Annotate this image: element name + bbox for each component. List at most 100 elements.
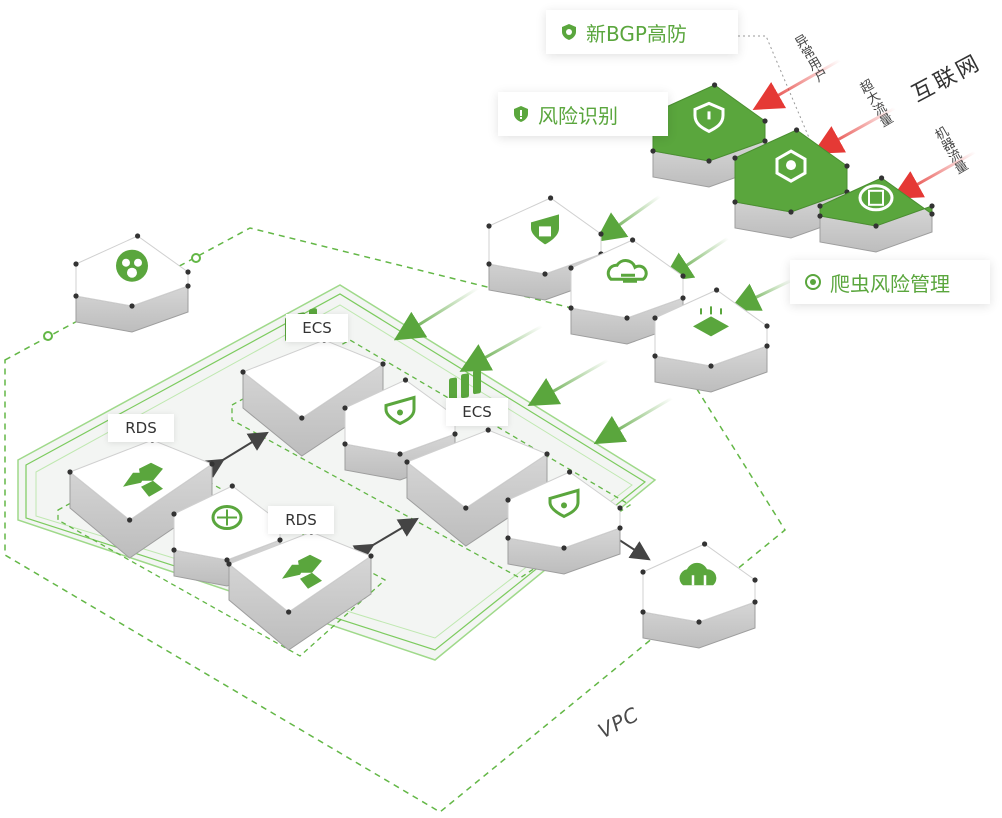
node-corner-dot [764, 343, 770, 349]
node-corner-dot [240, 369, 246, 375]
flow-arrow [661, 236, 729, 282]
node-corner-dot [397, 451, 403, 457]
node-corner-dot [73, 293, 79, 299]
node-corner-dot [732, 199, 738, 205]
node-corner-dot [185, 283, 191, 289]
node-corner-dot [706, 158, 712, 164]
node-corner-dot [135, 233, 141, 239]
node-corner-dot [277, 537, 283, 543]
node-corner-dot [544, 451, 550, 457]
node-corner-dot [486, 223, 492, 229]
node-corner-dot [762, 118, 768, 124]
node-corner-dot [548, 195, 554, 201]
server-icon [449, 369, 481, 403]
node-corner-dot [226, 561, 232, 567]
link-ecs1-rds1 [202, 431, 269, 478]
node-corner-dot [640, 569, 646, 575]
node-corner-dot [794, 127, 800, 133]
node-corner-dot [624, 315, 630, 321]
node-corner-dot [67, 469, 73, 475]
risk-callout-label: 风险识别 [538, 103, 618, 128]
database-icon [282, 554, 322, 589]
node-corner-dot [299, 415, 305, 421]
vpc-security-node[interactable] [73, 233, 191, 333]
flow-arrow [459, 324, 543, 372]
node-corner-dot [708, 363, 714, 369]
crawler-icon [804, 273, 822, 291]
rds-tag-2: RDS [268, 506, 334, 534]
risk-callout[interactable]: 风险识别 [498, 92, 668, 136]
rds-tag-1: RDS [108, 414, 174, 442]
ecs-tag-1: ECS [286, 314, 348, 342]
arrow-large-traffic [812, 106, 896, 154]
nodes-layer [67, 82, 935, 651]
node-corner-dot [171, 511, 177, 517]
node-corner-dot [404, 459, 410, 465]
node-corner-dot [452, 431, 458, 437]
vpc-boundary [4, 227, 786, 813]
bgp-shield-icon [560, 23, 578, 41]
audit-icon [211, 505, 243, 530]
node-corner-dot [752, 577, 758, 583]
ecs-tag-2: ECS [446, 398, 508, 426]
node-corner-dot [127, 517, 133, 523]
load-balancer-icon [693, 306, 729, 337]
node-corner-dot [879, 175, 885, 181]
node-corner-dot [463, 505, 469, 511]
ecs-2-shield-node[interactable] [505, 469, 623, 575]
node-corner-dot [542, 271, 548, 277]
node-corner-dot [73, 261, 79, 267]
bgp-callout[interactable]: 新BGP高防 [546, 10, 738, 54]
node-corner-dot [680, 295, 686, 301]
node-corner-dot [402, 377, 409, 383]
subnet-rds [57, 454, 387, 657]
risk-shield-icon [512, 105, 530, 123]
database-icon [123, 462, 163, 497]
node-corner-dot [486, 261, 492, 267]
flow-arrow [729, 278, 793, 311]
cube-icon [775, 149, 807, 183]
scan-icon [858, 184, 894, 212]
node-corner-dot [171, 547, 177, 553]
node-corner-dot [561, 545, 567, 551]
cert-node[interactable] [486, 195, 604, 301]
node-corner-dot [368, 553, 374, 559]
crawler-callout[interactable]: 爬虫风险管理 [790, 260, 990, 304]
certificate-icon [531, 214, 559, 245]
node-corner-dot [650, 148, 656, 154]
host-security-icon [384, 395, 416, 426]
host-security-icon [548, 488, 580, 519]
shield-alert-icon [693, 101, 725, 134]
crawler-callout-label: 爬虫风险管理 [830, 271, 950, 296]
node-corner-dot [817, 213, 823, 219]
slb-node[interactable] [652, 287, 770, 393]
rds-2-node[interactable] [226, 529, 374, 651]
node-corner-dot [617, 525, 623, 531]
node-corner-dot [788, 209, 794, 215]
user-network-icon [116, 249, 148, 282]
node-corner-dot [712, 82, 718, 88]
node-corner-dot [342, 441, 348, 447]
node-corner-dot [929, 203, 935, 209]
node-corner-dot [380, 361, 386, 367]
waf-node[interactable] [732, 127, 850, 239]
crawler-node[interactable] [817, 175, 935, 253]
node-corner-dot [702, 541, 708, 547]
node-corner-dot [286, 609, 292, 615]
node-corner-dot [342, 405, 348, 411]
node-corner-dot [640, 609, 646, 615]
node-corner-dot [752, 599, 758, 605]
arrow-abnormal-users [752, 58, 841, 110]
cloud-sync-icon [606, 259, 648, 283]
node-corner-dot [817, 203, 823, 209]
node-corner-dot [680, 273, 686, 279]
node-corner-dot [762, 138, 768, 144]
node-corner-dot [485, 427, 491, 433]
node-corner-dot [568, 265, 574, 271]
node-corner-dot [209, 461, 215, 467]
bgp-callout-label: 新BGP高防 [586, 21, 687, 46]
nat-node[interactable] [640, 541, 758, 649]
node-corner-dot [844, 163, 850, 169]
node-corner-dot [185, 269, 191, 275]
